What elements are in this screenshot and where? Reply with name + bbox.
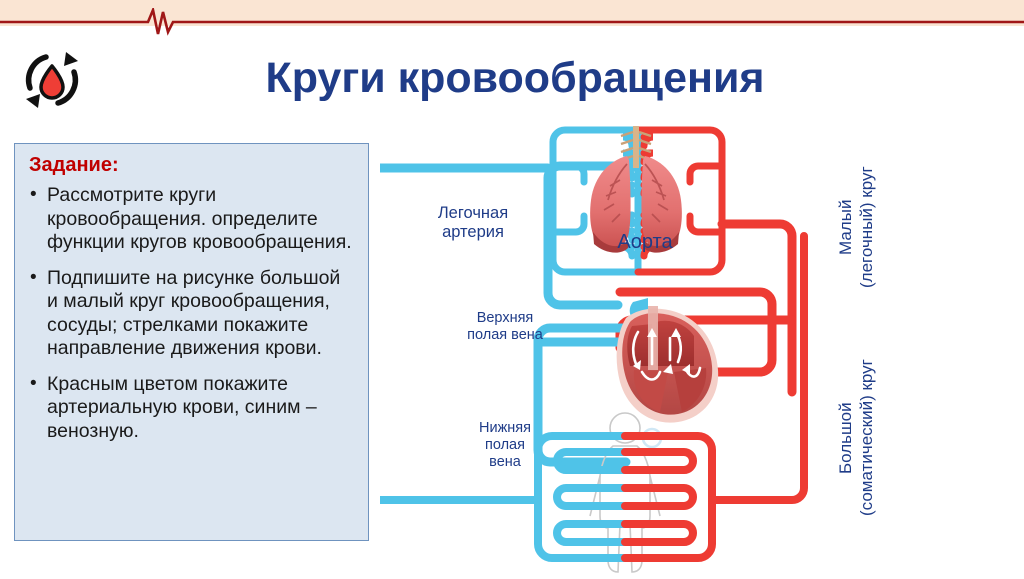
task-panel: Задание: • Рассмотрите круги кровообраще…: [14, 143, 369, 541]
label-inferior-vena-cava: Нижняя полая вена: [479, 420, 531, 470]
label-aorta: Аорта: [617, 231, 673, 253]
task-item-text: Красным цветом покажите артериальную кро…: [47, 372, 317, 442]
lung-frame-arterial: [634, 126, 726, 276]
label-systemic-circuit: Большой (соматический) круг: [836, 359, 876, 517]
bullet-glyph: •: [30, 184, 37, 205]
lungs-illustration: [590, 126, 682, 253]
task-list: • Рассмотрите круги кровообращения. опре…: [27, 184, 356, 443]
task-item-1: • Рассмотрите круги кровообращения. опре…: [27, 184, 356, 255]
page-title: Круги кровообращения: [265, 53, 765, 102]
bullet-glyph: •: [30, 372, 37, 394]
task-item-2: • Подпишите на рисунке большой и малый к…: [27, 267, 356, 361]
task-item-3: • Красным цветом покажите артериальную к…: [27, 373, 356, 444]
label-pulmonary-artery: Легочная артерия: [437, 204, 509, 241]
body-capillary-bed-venous: [376, 432, 629, 562]
label-superior-vena-cava: Верхняя полая вена: [467, 310, 543, 343]
body-capillary-bed-arterial: [621, 232, 808, 562]
lung-frame-venous: [549, 126, 642, 276]
bullet-glyph: •: [30, 266, 37, 288]
label-pulmonary-circuit: Малый (легочный) круг: [836, 166, 876, 289]
circulation-diagram: Легочная артерия Аорта Верхняя полая вен…: [375, 120, 1024, 574]
circulation-vessels-svg: [375, 126, 808, 573]
task-item-text: Рассмотрите круги кровообращения. опреде…: [47, 184, 352, 253]
heart-cross-section-illustration: [616, 298, 719, 449]
blood-drop-recycle-icon: [25, 52, 79, 108]
task-item-text: Подпишите на рисунке большой и малый кру…: [47, 266, 341, 360]
ecg-pulse-line-icon: [0, 8, 1024, 36]
task-heading: Задание:: [29, 154, 119, 176]
